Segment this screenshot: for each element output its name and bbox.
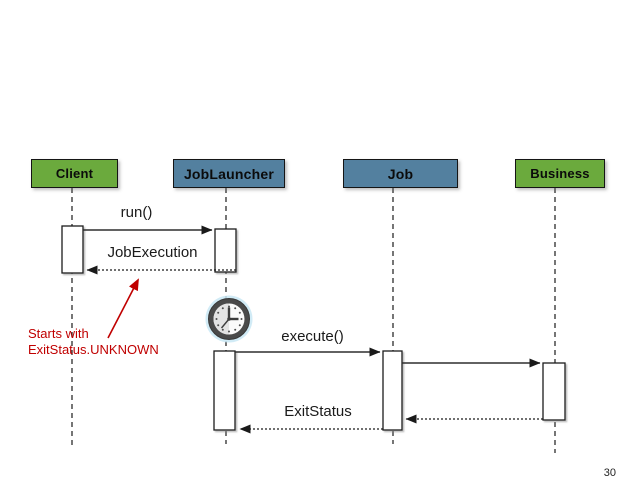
actor-box-business: Business	[515, 159, 605, 188]
actor-box-joblauncher: JobLauncher	[173, 159, 285, 188]
activation-client	[61, 225, 84, 274]
annotation-line-2: ExitStatus.UNKNOWN	[28, 342, 159, 357]
message-label-exitstatus: ExitStatus	[284, 403, 352, 420]
page-number: 30	[603, 467, 616, 479]
annotation-arrow	[107, 278, 139, 339]
message-label-jobexecution: JobExecution	[107, 244, 198, 261]
activation-job	[382, 350, 403, 431]
clock-ticks	[215, 305, 243, 333]
clock-icon	[205, 295, 253, 343]
clock-face-shading	[213, 303, 229, 335]
activation-business	[542, 362, 566, 421]
actor-label-client: Client	[55, 166, 94, 181]
actor-box-client: Client	[31, 159, 118, 188]
clock-second-hand	[220, 318, 230, 329]
actor-box-job: Job	[343, 159, 458, 188]
clock-center-dot	[227, 317, 231, 321]
activation-joblauncher-1	[214, 228, 237, 273]
actor-label-business: Business	[530, 166, 590, 181]
message-label-run: run()	[120, 204, 153, 221]
annotation-note: Starts with ExitStatus.UNKNOWN	[28, 326, 203, 358]
message-label-execute: execute()	[281, 328, 344, 345]
actor-label-joblauncher: JobLauncher	[183, 165, 275, 182]
annotation-line-1: Starts with	[28, 326, 89, 341]
activation-joblauncher-2	[213, 350, 236, 431]
actor-label-job: Job	[387, 165, 414, 182]
